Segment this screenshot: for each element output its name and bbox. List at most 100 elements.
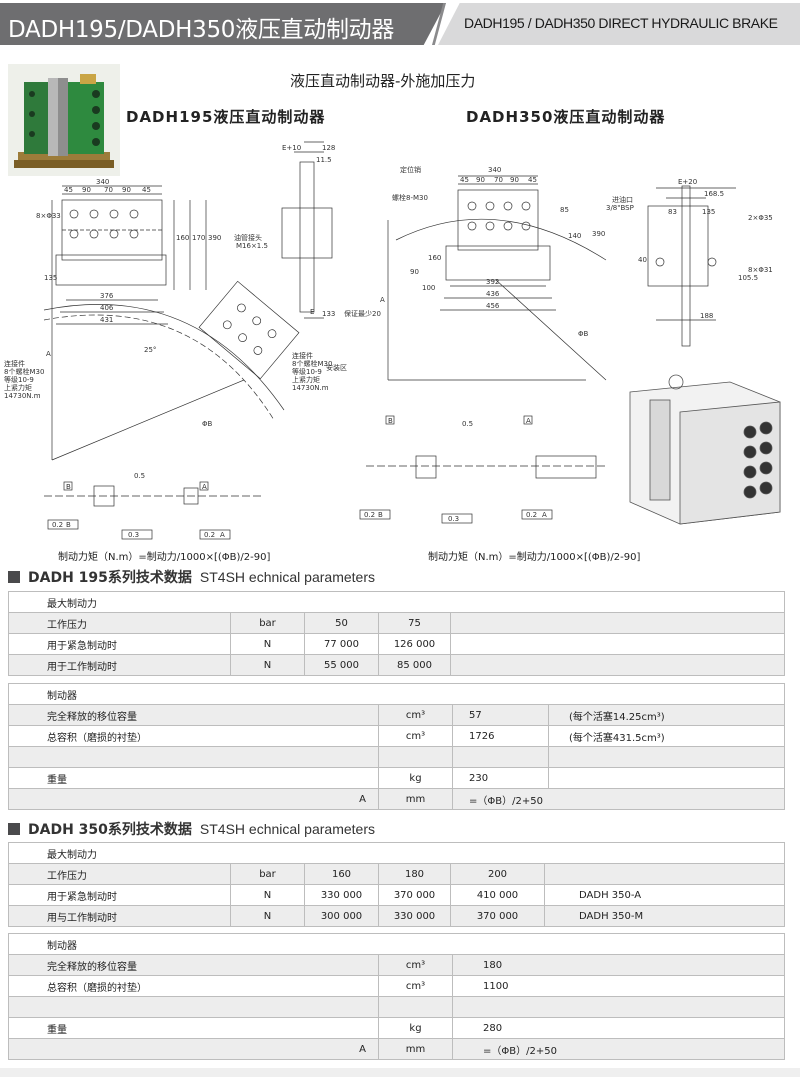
svg-text:上紧力矩: 上紧力矩 bbox=[4, 383, 32, 392]
table-row bbox=[8, 746, 785, 768]
pressure-unit: bar bbox=[230, 863, 305, 885]
svg-text:45: 45 bbox=[64, 186, 73, 194]
svg-text:A: A bbox=[380, 296, 385, 304]
row-model: DADH 350-M bbox=[544, 905, 785, 927]
svg-text:8个螺栓M30: 8个螺栓M30 bbox=[4, 367, 44, 376]
product-photo bbox=[8, 64, 120, 176]
svg-text:85: 85 bbox=[560, 206, 569, 214]
dadh350-title-cn: DADH 350系列技术数据 bbox=[28, 822, 192, 838]
svg-text:E+10: E+10 bbox=[282, 144, 301, 152]
svg-text:90: 90 bbox=[122, 186, 131, 194]
svg-text:0.5: 0.5 bbox=[134, 472, 145, 480]
row-unit: cm³ bbox=[378, 704, 453, 726]
row-value: 230 bbox=[452, 767, 549, 789]
svg-text:定位销: 定位销 bbox=[400, 165, 421, 174]
empty-cell bbox=[452, 746, 549, 768]
svg-text:25°: 25° bbox=[144, 346, 156, 354]
table-row: 工作压力 bar 50 75 bbox=[8, 612, 785, 634]
row-value: 77 000 bbox=[304, 633, 379, 655]
row-label: 重量 bbox=[8, 767, 379, 789]
table-row bbox=[8, 996, 785, 1018]
svg-text:进油口: 进油口 bbox=[612, 195, 633, 204]
row-value: 300 000 bbox=[304, 905, 379, 927]
row-label: 用于工作制动时 bbox=[8, 654, 231, 676]
table-row: A mm =（ΦB）/2+50 bbox=[8, 1038, 785, 1060]
table-row: 重量 kg 230 bbox=[8, 767, 785, 789]
row-value: 1100 bbox=[452, 975, 785, 997]
table-row: 完全释放的移位容量 cm³ 57 (每个活塞14.25cm³) bbox=[8, 704, 785, 726]
svg-text:133: 133 bbox=[322, 310, 335, 318]
title-bar-en: DADH195 / DADH350 DIRECT HYDRAULIC BRAKE bbox=[438, 3, 800, 45]
row-value: 330 000 bbox=[378, 905, 451, 927]
row-unit: N bbox=[230, 654, 305, 676]
empty-cell bbox=[450, 633, 785, 655]
svg-text:E+20: E+20 bbox=[678, 178, 697, 186]
pressure-unit: bar bbox=[230, 612, 305, 634]
force-header: 最大制动力 bbox=[8, 842, 785, 864]
dadh350-title-en: ST4SH echnical parameters bbox=[199, 821, 375, 837]
square-bullet-icon bbox=[8, 823, 20, 835]
model-title-dadh350: DADH350液压直动制动器 bbox=[466, 108, 666, 126]
pressure-value: 160 bbox=[304, 863, 379, 885]
svg-text:8×Φ33: 8×Φ33 bbox=[36, 212, 61, 220]
row-unit: cm³ bbox=[378, 725, 453, 747]
svg-text:等级10-9: 等级10-9 bbox=[4, 375, 34, 384]
svg-text:100: 100 bbox=[422, 284, 435, 292]
row-value: 55 000 bbox=[304, 654, 379, 676]
pressure-value: 75 bbox=[378, 612, 451, 634]
model-title-dadh195: DADH195液压直动制动器 bbox=[126, 108, 326, 126]
svg-text:90: 90 bbox=[476, 176, 485, 184]
svg-text:ΦB: ΦB bbox=[202, 420, 213, 428]
svg-text:160: 160 bbox=[176, 234, 189, 242]
dadh195-section-title: DADH 195系列技术数据 ST4SH echnical parameters bbox=[8, 567, 375, 587]
table-row: A mm =（ΦB）/2+50 bbox=[8, 788, 785, 810]
torque-formula-dadh195: 制动力矩（N.m）=制动力/1000×[(ΦB)/2-90] bbox=[58, 552, 271, 563]
square-bullet-icon bbox=[8, 571, 20, 583]
dadh195-force-table: 最大制动力 工作压力 bar 50 75 用于紧急制动时 N 77 000 12… bbox=[8, 591, 785, 676]
svg-text:2×Φ35: 2×Φ35 bbox=[748, 214, 773, 222]
svg-text:3/8"BSP: 3/8"BSP bbox=[606, 204, 634, 212]
title-en: DADH195 / DADH350 DIRECT HYDRAULIC BRAKE bbox=[464, 15, 778, 31]
empty-cell bbox=[450, 654, 785, 676]
table-row: 用于紧急制动时 N 77 000 126 000 bbox=[8, 633, 785, 655]
empty-cell bbox=[548, 767, 785, 789]
empty-cell bbox=[548, 746, 785, 768]
svg-text:135: 135 bbox=[702, 208, 715, 216]
header-banner: DADH195/DADH350液压直动制动器 DADH195 / DADH350… bbox=[0, 0, 800, 46]
svg-text:M16×1.5: M16×1.5 bbox=[236, 242, 268, 250]
svg-text:392: 392 bbox=[486, 278, 499, 286]
table-row: 总容积（磨损的衬垫） cm³ 1100 bbox=[8, 975, 785, 997]
row-label: 重量 bbox=[8, 1017, 379, 1039]
section-heading: 液压直动制动器-外施加压力 bbox=[290, 72, 476, 90]
svg-text:45: 45 bbox=[142, 186, 151, 194]
row-unit: N bbox=[230, 884, 305, 906]
svg-text:45: 45 bbox=[460, 176, 469, 184]
table-row: 完全释放的移位容量 cm³ 180 bbox=[8, 954, 785, 976]
svg-text:螺栓8-M30: 螺栓8-M30 bbox=[392, 193, 428, 202]
row-value: 180 bbox=[452, 954, 785, 976]
title-cn: DADH195/DADH350液压直动制动器 bbox=[8, 17, 395, 43]
brake-header: 制动器 bbox=[8, 933, 785, 955]
row-label: 用于紧急制动时 bbox=[8, 633, 231, 655]
svg-text:8×Φ31: 8×Φ31 bbox=[748, 266, 773, 274]
row-label: 用与工作制动时 bbox=[8, 905, 231, 927]
svg-text:83: 83 bbox=[668, 208, 677, 216]
svg-text:B: B bbox=[378, 511, 383, 519]
force-header: 最大制动力 bbox=[8, 591, 785, 613]
empty-cell bbox=[8, 746, 379, 768]
svg-text:8个螺栓M30: 8个螺栓M30 bbox=[292, 359, 332, 368]
svg-text:上紧力矩: 上紧力矩 bbox=[292, 375, 320, 384]
a-unit: mm bbox=[378, 788, 453, 810]
empty-cell bbox=[450, 612, 785, 634]
svg-text:A: A bbox=[220, 531, 225, 539]
svg-text:128: 128 bbox=[322, 144, 335, 152]
svg-text:11.5: 11.5 bbox=[316, 156, 332, 164]
row-unit: N bbox=[230, 905, 305, 927]
row-unit: N bbox=[230, 633, 305, 655]
pressure-value: 200 bbox=[450, 863, 545, 885]
svg-text:连接件: 连接件 bbox=[292, 351, 313, 360]
svg-text:70: 70 bbox=[494, 176, 503, 184]
svg-text:安装区: 安装区 bbox=[326, 363, 347, 372]
table-row: 用于工作制动时 N 55 000 85 000 bbox=[8, 654, 785, 676]
svg-text:170: 170 bbox=[192, 234, 205, 242]
